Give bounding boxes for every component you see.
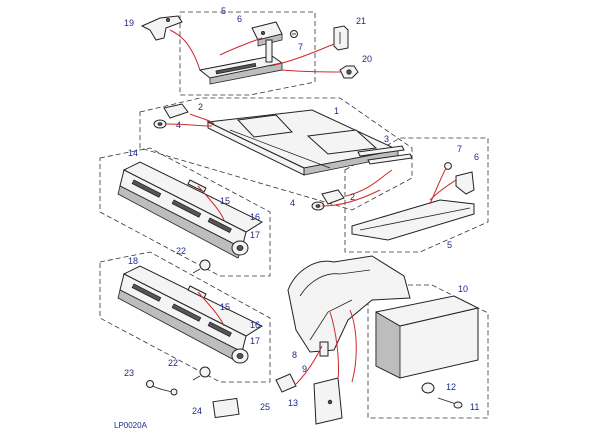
hinge-bracket-6 xyxy=(251,21,283,63)
callout-8: 8 xyxy=(292,350,297,360)
callout-21: 21 xyxy=(356,16,366,26)
clip-21 xyxy=(333,25,349,51)
group-box-18 xyxy=(99,251,271,383)
grommet-17-lower xyxy=(231,348,249,364)
shelf-panel-5 xyxy=(351,199,475,241)
callout-22-upper: 22 xyxy=(176,246,186,256)
callout-20: 20 xyxy=(362,54,372,64)
callout-labels: 19 5 6 7 21 20 1 2 4 3 2 4 7 6 5 14 15 1… xyxy=(124,6,479,416)
grommet-20 xyxy=(339,65,359,79)
callout-6-top: 6 xyxy=(237,14,242,24)
screw-22-lower xyxy=(192,366,211,381)
grommet-17-upper xyxy=(231,240,249,256)
callout-2-lower: 2 xyxy=(350,192,355,202)
group-box-5-top xyxy=(179,11,316,96)
callout-7-right: 7 xyxy=(457,144,462,154)
group-box-5-right xyxy=(344,137,489,253)
screw-7-top xyxy=(290,30,298,38)
callout-16-lower: 16 xyxy=(250,320,260,330)
clip-25 xyxy=(275,373,297,393)
hinge-6-right xyxy=(455,171,475,195)
side-trim-8 xyxy=(287,255,411,353)
callout-1: 1 xyxy=(334,106,339,116)
callout-15-upper: 15 xyxy=(220,196,230,206)
callout-2-upper: 2 xyxy=(198,102,203,112)
callout-5-top: 5 xyxy=(221,6,226,16)
handle-2-lower xyxy=(321,189,345,205)
storage-box-10 xyxy=(375,295,479,379)
knob-12 xyxy=(421,382,435,394)
callout-7-top: 7 xyxy=(298,42,303,52)
handle-2-upper xyxy=(163,103,189,119)
grommet-4-upper xyxy=(153,119,167,129)
callout-6-right: 6 xyxy=(474,152,479,162)
load-floor-panel-1 xyxy=(206,109,400,176)
screw-7-right xyxy=(444,162,452,170)
callout-14: 14 xyxy=(128,148,138,158)
callout-9: 9 xyxy=(302,364,307,374)
group-box-1 xyxy=(139,97,413,211)
callout-11: 11 xyxy=(470,402,479,412)
screw-11 xyxy=(437,397,463,409)
callout-5-right: 5 xyxy=(447,240,452,250)
callout-12: 12 xyxy=(446,382,456,392)
callout-25: 25 xyxy=(260,402,270,412)
group-box-10 xyxy=(367,284,489,419)
trim-panel-18 xyxy=(117,265,264,363)
callout-24: 24 xyxy=(192,406,202,416)
clip-15-lower xyxy=(187,285,207,299)
clip-15-upper xyxy=(187,179,207,193)
callout-17-lower: 17 xyxy=(250,336,260,346)
callout-18: 18 xyxy=(128,256,138,266)
pad-24 xyxy=(212,397,240,419)
hinge-bracket-19 xyxy=(140,15,183,41)
flap-13 xyxy=(313,377,343,425)
callout-13: 13 xyxy=(288,398,298,408)
leader-lines xyxy=(165,29,457,385)
callout-4-lower: 4 xyxy=(290,198,295,208)
callout-15-lower: 15 xyxy=(220,302,230,312)
cable-23 xyxy=(146,380,178,396)
callout-4-upper: 4 xyxy=(176,120,181,130)
trim-panel-14 xyxy=(117,161,264,259)
callout-16-upper: 16 xyxy=(250,212,260,222)
callout-17-upper: 17 xyxy=(250,230,260,240)
callout-23: 23 xyxy=(124,368,134,378)
bracket-9 xyxy=(319,341,329,357)
diagram-reference-code: LP0020A xyxy=(114,421,148,430)
screw-22-upper xyxy=(192,259,211,274)
callout-10: 10 xyxy=(458,284,468,294)
callout-3: 3 xyxy=(384,134,389,144)
callout-19: 19 xyxy=(124,18,134,28)
rail-3 xyxy=(357,145,413,165)
group-box-14 xyxy=(99,147,271,277)
callout-22-lower: 22 xyxy=(168,358,178,368)
